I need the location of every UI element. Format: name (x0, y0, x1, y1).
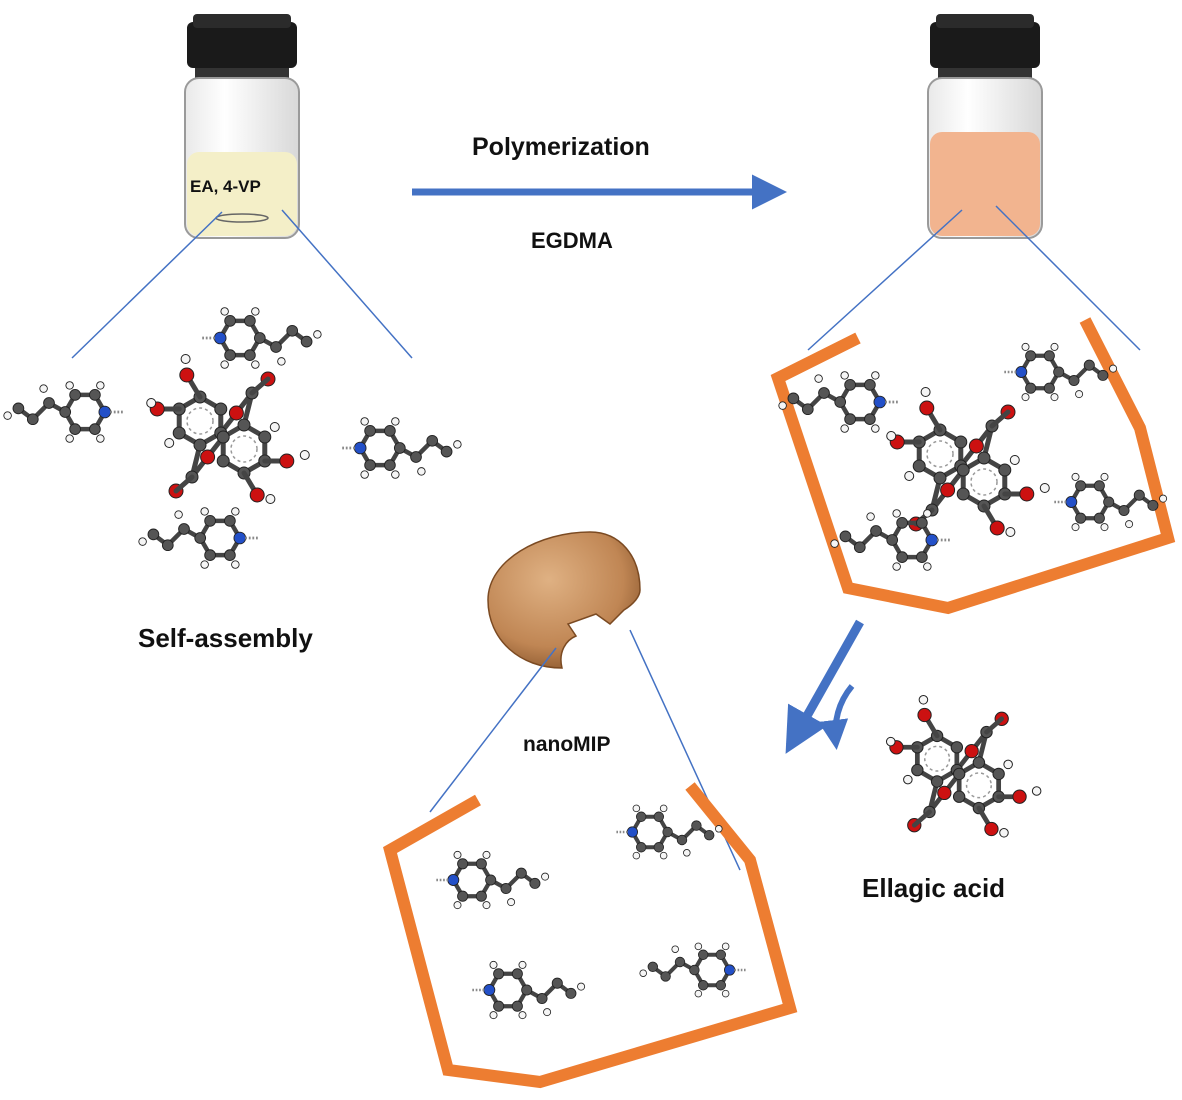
vial-icon (184, 14, 300, 239)
vinylpyridine-molecule (470, 960, 586, 1020)
vial-contents-label: EA, 4-VP (190, 177, 261, 196)
extraction-arrow (785, 619, 864, 754)
vinylpyridine-molecule (200, 307, 322, 369)
vinylpyridine-molecule (138, 507, 260, 569)
polymer-frame (383, 782, 798, 1089)
crosslinker-label: EGDMA (531, 228, 613, 253)
molecule-layer (3, 307, 1168, 1020)
release-arrow (818, 684, 855, 750)
zoom-line-left (71, 211, 223, 359)
nanoparticle-icon (487, 531, 641, 669)
nanomip-label: nanoMIP (523, 733, 611, 756)
vinylpyridine-molecule (639, 942, 748, 998)
vinylpyridine-molecule (340, 417, 462, 479)
zoom-line-right (281, 209, 413, 359)
ellagic-acid-molecule (146, 354, 310, 504)
vinylpyridine-molecule (434, 850, 550, 910)
ellagic-acid-molecule (886, 387, 1050, 537)
ellagic-acid-molecule (885, 695, 1042, 838)
self-assembly-label: Self-assembly (138, 623, 313, 653)
vinylpyridine-molecule (830, 509, 952, 571)
zoom-line-right (995, 205, 1141, 351)
vinylpyridine-molecule (3, 381, 125, 443)
zoom-line-left (807, 209, 963, 351)
zoom-line-left (429, 647, 557, 813)
vinylpyridine-molecule (1002, 342, 1118, 402)
vinylpyridine-molecule (614, 804, 723, 860)
vial-icon (927, 14, 1043, 239)
vinylpyridine-molecule (778, 371, 900, 433)
polymer-frame (770, 317, 1176, 615)
polymerization-label: Polymerization (472, 133, 650, 161)
vinylpyridine-molecule (1052, 472, 1168, 532)
ellagic-acid-label: Ellagic acid (862, 873, 1006, 903)
